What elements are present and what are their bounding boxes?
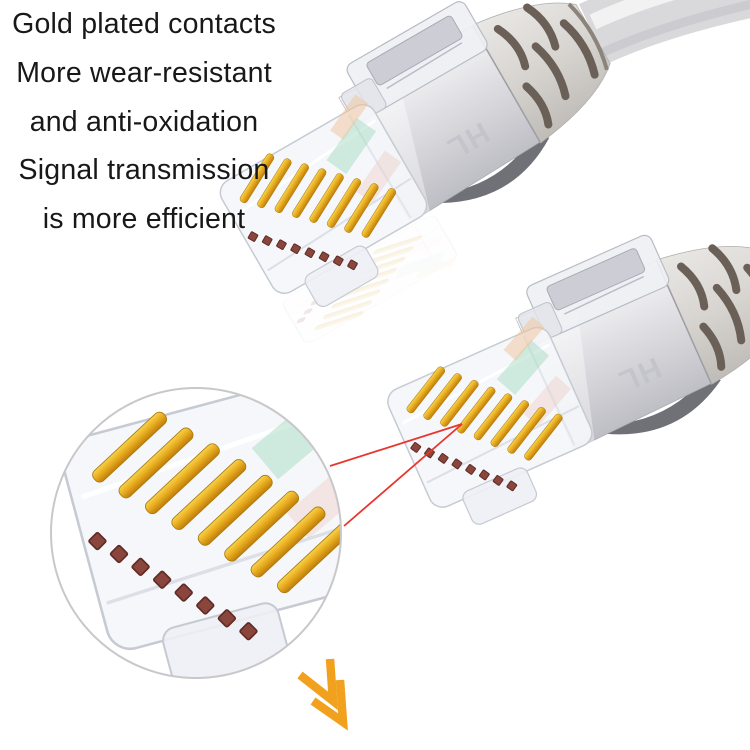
- caption: Gold plated contacts More wear-resistant…: [0, 0, 288, 244]
- connector-top-assembly: [195, 0, 750, 351]
- callout-lines: [329, 423, 463, 527]
- caption-line-5: is more efficient: [42, 203, 246, 236]
- callout-line-1: [329, 423, 463, 467]
- caption-line-3: and anti-oxidation: [29, 105, 259, 138]
- caption-line-1: Gold plated contacts: [12, 8, 276, 40]
- callout-line-2: [343, 423, 463, 527]
- caption-line-2: More wear-resistant: [16, 56, 272, 89]
- loupe-ring: [50, 387, 342, 679]
- cable-top: [579, 0, 750, 65]
- down-chevron-arrow-icon: [297, 658, 348, 731]
- caption-line-4: Signal transmission: [18, 154, 270, 187]
- magnifier-loupe: [50, 387, 342, 679]
